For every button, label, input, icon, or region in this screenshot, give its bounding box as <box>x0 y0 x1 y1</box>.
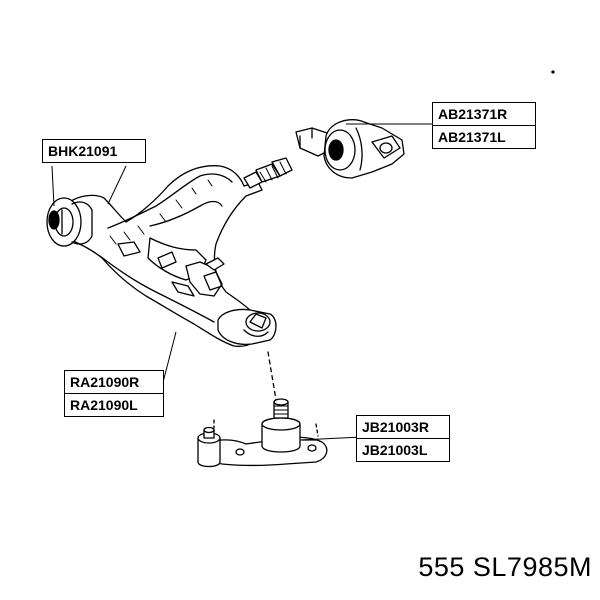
part-number-control-arm-right: RA21090R <box>70 374 140 390</box>
label-bushing-front: BHK21091 <box>42 139 146 163</box>
part-number-ball-joint-left: JB21003L <box>357 438 449 461</box>
part-number-bushing-rear-right: AB21371R <box>438 106 508 122</box>
ball-joint-assembly <box>197 351 328 468</box>
catalog-part-number: 555 SL7985M <box>418 552 592 582</box>
label-ball-joint: JB21003R JB21003L <box>356 415 450 462</box>
label-bushing-rear: AB21371R AB21371L <box>432 102 536 149</box>
speck-mark <box>551 70 555 74</box>
label-control-arm: RA21090R RA21090L <box>64 370 164 417</box>
front-bushing <box>46 197 93 247</box>
part-number-ball-joint-right: JB21003R <box>362 419 429 435</box>
part-number-bushing-rear-left: AB21371L <box>433 125 535 148</box>
arm-ball-socket <box>217 308 277 346</box>
lower-control-arm <box>59 165 263 347</box>
part-number-control-arm-left: RA21090L <box>65 393 163 416</box>
part-number-bushing-front: BHK21091 <box>48 143 118 159</box>
rear-bushing <box>295 119 405 179</box>
arm-stud <box>243 157 293 189</box>
